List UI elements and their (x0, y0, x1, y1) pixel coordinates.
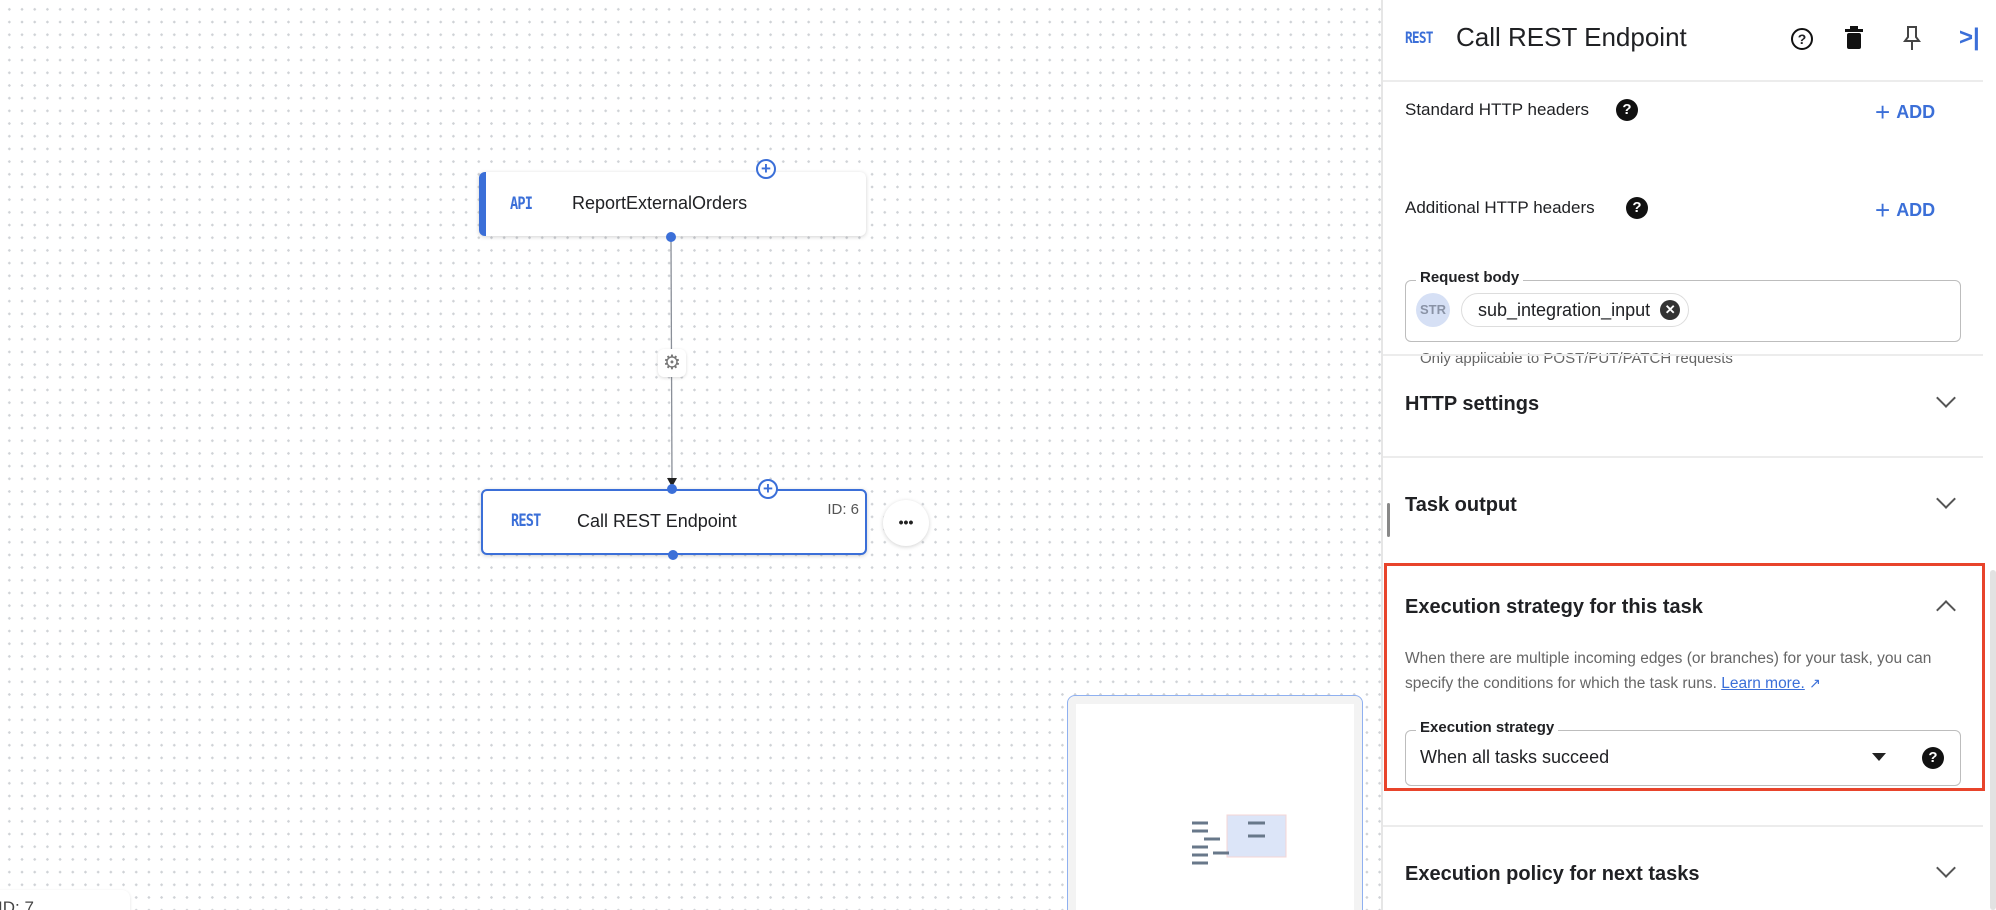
rest-icon: REST (511, 511, 541, 531)
strategy-description: When there are multiple incoming edges (… (1405, 646, 1965, 696)
help-icon[interactable]: ? (1791, 28, 1813, 50)
node-id: ID: 6 (827, 501, 859, 518)
variable-chip[interactable]: sub_integration_input ✕ (1461, 293, 1690, 327)
resize-handle[interactable] (1387, 503, 1390, 537)
section-execution-policy[interactable]: Execution policy for next tasks (1405, 863, 1700, 885)
node-label: ReportExternalOrders (572, 193, 748, 213)
minimap-preview (1192, 814, 1287, 865)
dropdown-arrow-icon[interactable] (1872, 753, 1886, 761)
chip-label: sub_integration_input (1478, 299, 1651, 320)
node-call-rest-endpoint[interactable]: REST Call REST Endpoint ID: 6 (481, 489, 867, 555)
connector-dot[interactable] (668, 550, 678, 560)
connector-dot[interactable] (666, 232, 676, 242)
plus-icon: + (1875, 195, 1891, 225)
minimap[interactable] (1067, 695, 1363, 910)
panel-title: Call REST Endpoint (1456, 22, 1687, 52)
external-link-icon[interactable]: ↗ (1809, 675, 1821, 691)
integration-canvas[interactable]: API ReportExternalOrders + ⚙ REST Call R… (0, 0, 1381, 910)
standard-headers-label: Standard HTTP headers (1405, 100, 1589, 119)
add-additional-header-button[interactable]: +ADD (1875, 195, 1935, 226)
offscreen-node-id: ID: 7 (0, 890, 130, 910)
help-icon[interactable]: ? (1922, 747, 1944, 769)
api-icon: API (510, 194, 533, 214)
request-body-helper: Only applicable to POST/PUT/PATCH reques… (1420, 350, 1733, 367)
delete-icon[interactable] (1845, 26, 1863, 50)
section-task-output[interactable]: Task output (1405, 494, 1517, 516)
execution-strategy-select[interactable]: Execution strategy When all tasks succee… (1405, 719, 1961, 786)
add-label: ADD (1896, 102, 1936, 122)
learn-more-link[interactable]: Learn more. (1721, 675, 1805, 692)
chevron-down-icon[interactable] (1936, 388, 1956, 408)
connector-dot[interactable] (667, 484, 677, 494)
rest-icon: REST (1405, 28, 1433, 47)
chevron-down-icon[interactable] (1936, 858, 1956, 878)
plus-icon: + (1875, 97, 1891, 127)
highlight-box (1384, 563, 1985, 791)
collapse-panel-icon[interactable]: >| (1959, 24, 1980, 51)
section-http-settings[interactable]: HTTP settings (1405, 393, 1540, 415)
pin-icon[interactable] (1903, 25, 1921, 51)
remove-chip-icon[interactable]: ✕ (1660, 300, 1681, 320)
help-icon[interactable]: ? (1616, 99, 1638, 121)
edge-condition-gear-icon[interactable]: ⚙ (658, 349, 686, 377)
chevron-down-icon[interactable] (1936, 489, 1956, 509)
scrollbar[interactable] (1990, 570, 1996, 910)
add-standard-header-button[interactable]: +ADD (1875, 97, 1935, 128)
add-label: ADD (1896, 200, 1936, 220)
selected-value: When all tasks succeed (1420, 747, 1610, 767)
more-options-button[interactable]: ••• (883, 500, 929, 546)
node-report-external-orders[interactable]: API ReportExternalOrders (479, 172, 866, 236)
string-type-badge: STR (1416, 293, 1450, 327)
add-task-icon[interactable]: + (756, 159, 776, 179)
execution-strategy-label: Execution strategy (1416, 719, 1559, 736)
request-body-field[interactable]: Request body STR sub_integration_input ✕ (1405, 269, 1961, 342)
additional-headers-label: Additional HTTP headers (1405, 198, 1595, 217)
node-label: Call REST Endpoint (577, 511, 737, 531)
request-body-label: Request body (1416, 269, 1524, 286)
description-text: When there are multiple incoming edges (… (1405, 650, 1932, 692)
section-execution-strategy[interactable]: Execution strategy for this task (1405, 596, 1703, 618)
add-task-icon[interactable]: + (758, 479, 778, 499)
help-icon[interactable]: ? (1626, 197, 1648, 219)
task-config-panel: REST Call REST Endpoint ? >| Standard HT… (1381, 0, 1996, 910)
